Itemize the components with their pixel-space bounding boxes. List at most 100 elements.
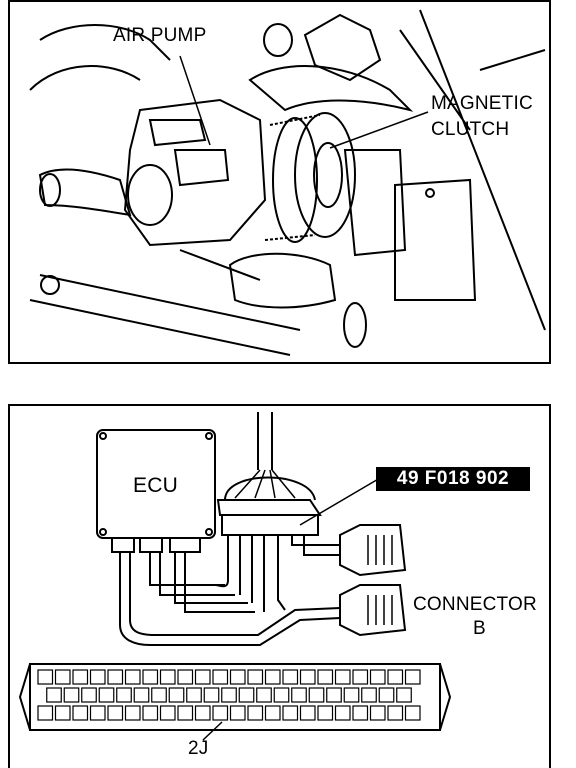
breakout-wire [291,535,340,546]
terminal-cell [89,669,106,685]
terminal-cell [107,705,124,721]
magnetic-clutch-label-line1: MAGNETIC [431,93,533,114]
ecu-harness [159,552,235,596]
breakout-wire [277,535,286,611]
magnetic-clutch-hub [313,142,343,208]
breakout-wire [214,535,229,588]
connector-label-line1: CONNECTOR [413,594,537,615]
terminal-cell [203,687,220,703]
terminal-cell [89,705,106,721]
clutch-belt [264,114,321,241]
terminal-leader [202,721,223,741]
terminal-cell [264,669,281,685]
terminal-cell [291,687,307,703]
bolt [425,188,435,198]
terminal-grid [37,669,421,721]
ecu-screw [99,528,107,536]
terminal-cell [142,669,159,685]
hose-left-end [39,173,61,207]
terminal-cell [334,705,351,721]
terminal-cell [352,705,369,721]
terminal-cell [229,705,246,721]
terminal-cell [404,705,421,721]
terminal-cell [387,669,404,685]
connector-label-line2: B [473,618,486,639]
terminal-cell [282,705,299,721]
upper-hose [248,65,414,112]
rubber-boot [228,252,337,309]
terminal-cell [72,705,89,721]
bundle-fan [234,469,296,499]
frame-line [399,9,546,331]
stud [40,275,60,295]
terminal-cell [37,669,54,685]
terminal-cell [46,687,62,703]
air-pump-pulley [127,164,173,226]
terminal-cell [396,687,412,703]
breakout-box-top [224,476,316,501]
breakout-wire [303,535,340,556]
terminal-cell [54,705,71,721]
ecu-harness [149,552,225,586]
terminal-cell [334,669,351,685]
terminal-cell [317,669,334,685]
pipe-end [343,302,367,348]
terminal-cell [72,669,89,685]
terminal-cell [177,705,194,721]
terminal-cell [343,687,360,703]
terminal-ref-label: 2J [188,738,209,759]
terminal-cell [361,687,377,703]
engine-bay-illustration-panel [8,0,551,364]
ecu-label: ECU [133,474,178,497]
magnetic-clutch-face [294,112,356,238]
ecu-harness [119,552,341,646]
terminal-cell [221,687,237,703]
part-number-badge: 49 F018 902 [376,467,530,491]
connector-b-lower [339,584,407,637]
terminal-cell [194,669,211,685]
terminal-cell [352,669,369,685]
terminal-cell [37,705,54,721]
terminal-cell [212,705,229,721]
terminal-cell [151,687,167,703]
ecu-harness [174,552,248,604]
terminal-cell [264,705,281,721]
reservoir-cap [303,13,382,82]
terminal-cell [299,669,316,685]
air-pump-leader [179,55,211,146]
terminal-cell [369,705,386,721]
terminal-cell [256,687,272,703]
ecu-plug [139,537,163,553]
terminal-cell [194,705,211,721]
connector-b-upper-pins [367,535,393,565]
terminal-cell [247,669,264,685]
terminal-cell [273,687,290,703]
ecu-screw [205,432,213,440]
connector-b-lower-pins [367,595,393,625]
bracket-box [394,178,477,301]
ecu-harness [129,552,341,636]
terminal-cell [299,705,316,721]
magnetic-clutch-pulley [272,117,318,243]
part-number-leader [299,477,381,526]
terminal-cell [186,687,202,703]
ecu-screw [205,528,213,536]
terminal-cell [378,687,395,703]
cable-bundle [257,412,273,470]
terminal-cell [54,669,71,685]
terminal-cell [238,687,255,703]
terminal-cell [133,687,150,703]
terminal-cell [116,687,132,703]
ecu-screw [99,432,107,440]
connector-b-upper [339,524,407,577]
lower-pipe [29,249,301,356]
terminal-cell [98,687,115,703]
breakout-box [216,499,322,516]
terminal-cell [247,705,264,721]
terminal-cell [282,669,299,685]
ecu-harness [184,552,255,613]
terminal-cell [81,687,97,703]
hose-left [38,168,132,217]
